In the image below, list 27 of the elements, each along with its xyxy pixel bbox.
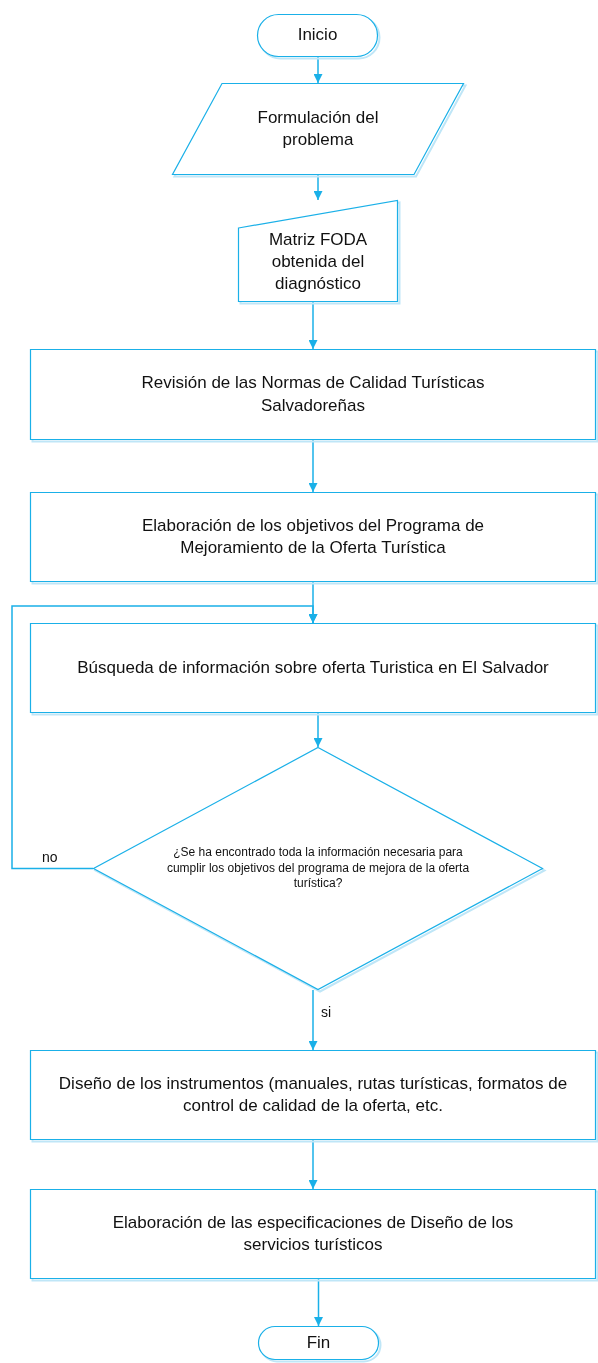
arrow bbox=[308, 439, 318, 493]
arrow bbox=[313, 174, 323, 201]
arrow bbox=[308, 301, 318, 350]
node-label: Fin bbox=[306, 1331, 331, 1354]
node-label: Búsqueda de información sobre oferta Turistica en El Salvador bbox=[77, 656, 549, 679]
arrow bbox=[313, 56, 323, 84]
node-label: Revisión de las Normas de Calidad Turísticas Salvadoreñas bbox=[140, 372, 486, 417]
process-box bbox=[30, 623, 596, 713]
process-box bbox=[30, 1050, 596, 1140]
process-box bbox=[30, 492, 596, 582]
node-label: Diseño de los instrumentos (manuales, rutas turísticas, formatos de control de calidad de la oferta, etc. bbox=[57, 1072, 569, 1117]
manual-input-shape bbox=[238, 200, 398, 302]
node-label: Elaboración de las especificaciones de Diseño de los servicios turísticos bbox=[111, 1211, 515, 1256]
node-label: Formulación del problema bbox=[257, 106, 379, 151]
node-label: Inicio bbox=[297, 24, 338, 47]
process-box bbox=[30, 1189, 596, 1279]
edge-label: si bbox=[319, 1004, 334, 1020]
arrow bbox=[308, 1139, 318, 1190]
input-parallelogram bbox=[172, 83, 464, 175]
node-label: Matriz FODA obtenida del diagnóstico bbox=[267, 228, 369, 296]
process-box bbox=[30, 349, 596, 440]
arrow bbox=[313, 712, 323, 748]
end-terminal bbox=[258, 1326, 379, 1360]
node-label: Elaboración de los objetivos del Programa de Mejoramiento de la Oferta Turística bbox=[140, 514, 486, 559]
start-terminal bbox=[257, 14, 378, 57]
arrow bbox=[308, 989, 318, 1051]
arrow bbox=[314, 1278, 323, 1327]
